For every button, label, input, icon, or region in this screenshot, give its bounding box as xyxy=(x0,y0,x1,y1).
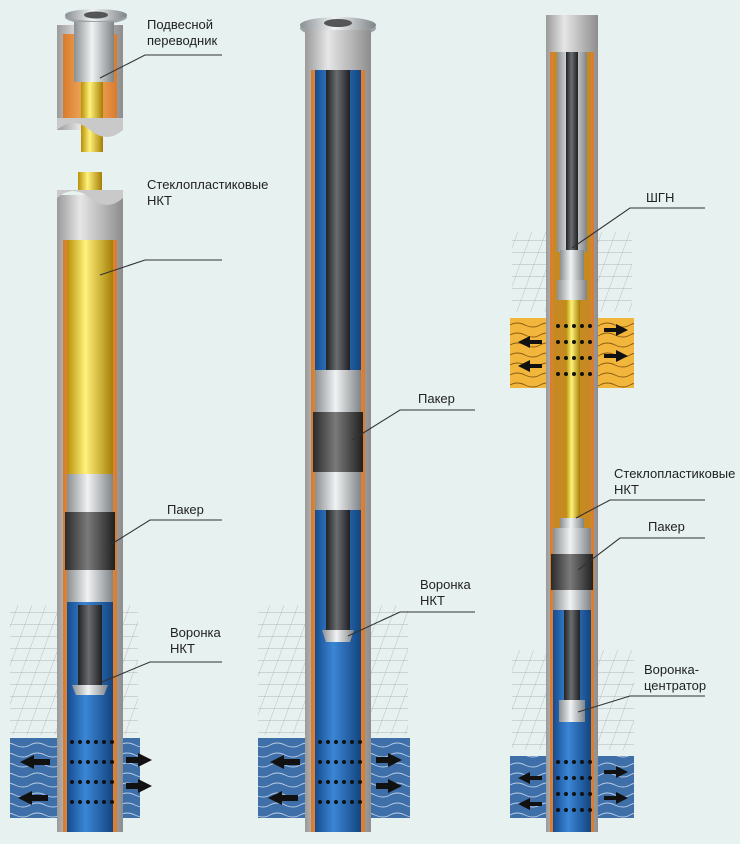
label-fiberglass-line2: НКТ xyxy=(147,193,268,209)
label-centralizer-line2: центратор xyxy=(644,678,706,694)
label-funnel-left: Воронка НКТ xyxy=(170,625,221,657)
label-funnel-left-line1: Воронка xyxy=(170,625,221,641)
label-centralizer: Воронка- центратор xyxy=(644,662,706,694)
packer-right xyxy=(551,528,593,610)
label-centralizer-line1: Воронка- xyxy=(644,662,706,678)
label-packer-left: Пакер xyxy=(167,502,204,518)
label-fiberglass-right-line2: НКТ xyxy=(614,482,735,498)
hanger-sub xyxy=(57,9,127,152)
right-well xyxy=(510,15,634,832)
label-hanger-line1: Подвесной xyxy=(147,17,217,33)
middle-well xyxy=(258,17,410,832)
label-fiberglass-tubing: Стеклопластиковые НКТ xyxy=(147,177,268,209)
packer-middle xyxy=(313,370,363,510)
label-fiberglass-right: Стеклопластиковые НКТ xyxy=(614,466,735,498)
label-hanger-line2: переводник xyxy=(147,33,217,49)
packer-left xyxy=(65,474,115,602)
label-funnel-mid-line2: НКТ xyxy=(420,593,471,609)
label-packer-right: Пакер xyxy=(648,519,685,535)
leader-packer-left xyxy=(110,520,222,545)
label-hanger-sub: Подвесной переводник xyxy=(147,17,217,49)
label-funnel-mid-line1: Воронка xyxy=(420,577,471,593)
label-funnel-middle: Воронка НКТ xyxy=(420,577,471,609)
label-packer-middle: Пакер xyxy=(418,391,455,407)
casing-right xyxy=(546,15,598,832)
left-well xyxy=(10,9,152,832)
label-pump: ШГН xyxy=(646,190,674,206)
label-fiberglass-right-line1: Стеклопластиковые xyxy=(614,466,735,482)
label-fiberglass-line1: Стеклопластиковые xyxy=(147,177,268,193)
label-funnel-left-line2: НКТ xyxy=(170,641,221,657)
